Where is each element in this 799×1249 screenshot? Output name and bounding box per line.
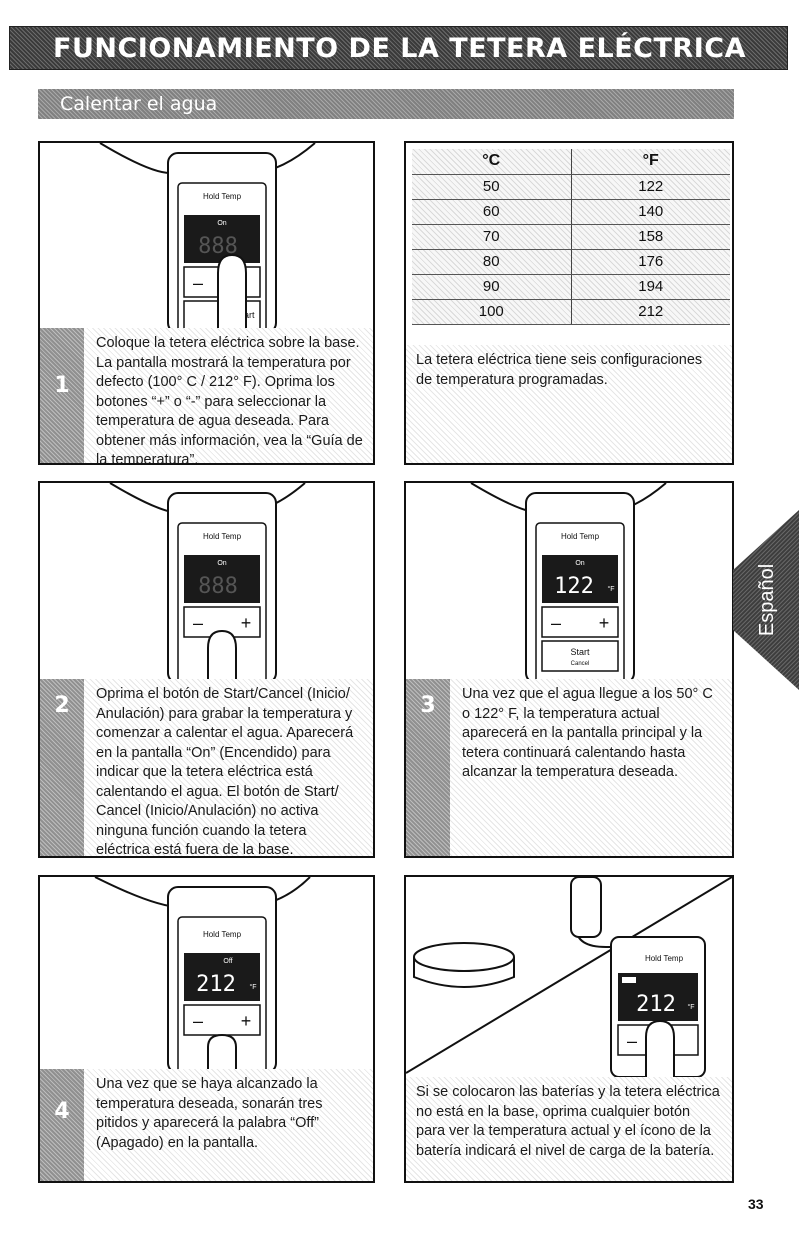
step-number: 2 — [40, 679, 84, 856]
display-on-indicator: On — [575, 560, 584, 567]
hold-temp-label: Hold Temp — [203, 930, 242, 939]
table-cell: 90 — [412, 274, 572, 300]
kettle-base-icon — [413, 942, 515, 972]
step-3-text: Una vez que el agua llegue a los 50° C o… — [462, 686, 713, 780]
step-2-panel: Hold Temp On 888 – + 2 Oprima el botón d… — [38, 481, 375, 858]
section-title: Calentar el agua — [60, 93, 218, 115]
step-1-caption: 1 Coloque la tetera eléctrica sobre la b… — [40, 328, 373, 463]
kettle-control-illustration: Hold Temp On 122 °F – + Start Cancel — [470, 483, 667, 679]
hold-temp-label: Hold Temp — [561, 532, 600, 541]
fahrenheit-header: °F — [571, 149, 730, 175]
section-bar: Calentar el agua — [38, 89, 734, 119]
step-3-caption: 3 Una vez que el agua llegue a los 50° C… — [406, 679, 732, 856]
table-cell: 176 — [571, 249, 730, 275]
page-number: 33 — [748, 1196, 764, 1212]
step-4-number: 4 — [54, 1099, 70, 1124]
battery-note-text: Si se colocaron las baterías y la tetera… — [416, 1084, 720, 1159]
table-cell: 60 — [412, 199, 572, 225]
plus-button[interactable]: + — [241, 1011, 252, 1031]
finger-icon — [207, 629, 237, 679]
table-cell: 100 — [412, 299, 572, 325]
minus-button[interactable]: – — [551, 613, 561, 633]
start-button[interactable]: Start — [570, 647, 590, 657]
hold-temp-label: Hold Temp — [203, 192, 242, 201]
step-3-number: 3 — [420, 693, 436, 718]
battery-icon — [622, 977, 636, 983]
table-cell: 50 — [412, 174, 572, 200]
celsius-header: °C — [412, 149, 572, 175]
plus-button[interactable]: + — [241, 613, 252, 633]
temperature-display: 212 — [636, 992, 676, 1017]
table-cell: 194 — [571, 274, 730, 300]
table-cell: 80 — [412, 249, 572, 275]
battery-note-panel: Hold Temp 212 °F – Si se colocaron las b… — [404, 875, 734, 1183]
cancel-label: Cancel — [571, 661, 590, 667]
step-1-text: Coloque la tetera eléctrica sobre la bas… — [96, 335, 363, 465]
minus-button[interactable]: – — [193, 613, 203, 633]
display-on-indicator: On — [217, 220, 226, 227]
temperature-display: 888 — [198, 574, 238, 599]
table-header-row: °C °F — [412, 149, 730, 175]
unit-indicator: °F — [687, 1003, 694, 1011]
finger-icon — [217, 253, 247, 328]
minus-button[interactable]: – — [193, 273, 203, 293]
language-label: Español — [756, 563, 778, 637]
display-on-indicator: On — [217, 560, 226, 567]
unit-indicator: °F — [249, 983, 256, 991]
kettle-control-illustration: Hold Temp On 888 – Start — [99, 143, 316, 328]
table-cell: 122 — [571, 174, 730, 200]
step-number: 3 — [406, 679, 450, 856]
battery-note-caption: Si se colocaron las baterías y la tetera… — [406, 1077, 732, 1181]
step-3-panel: Hold Temp On 122 °F – + Start Cancel 3 U… — [404, 481, 734, 858]
hold-temp-label: Hold Temp — [203, 532, 242, 541]
table-cell: 212 — [571, 299, 730, 325]
step-4-text: Una vez que se haya alcanzado la tempera… — [96, 1076, 323, 1151]
minus-button[interactable]: – — [193, 1011, 203, 1031]
step-4-panel: Hold Temp Off 212 °F – + 4 Una vez que s… — [38, 875, 375, 1183]
display-off-indicator: Off — [223, 958, 232, 965]
step-2-text: Oprima el botón de Start/Cancel (Inicio/… — [96, 686, 354, 858]
temperature-note: La tetera eléctrica tiene seis configura… — [416, 352, 703, 388]
kettle-control-illustration: Hold Temp Off 212 °F – + — [94, 877, 311, 1069]
kettle-off-base-illustration: Hold Temp 212 °F – — [406, 877, 732, 1077]
page-title: FUNCIONAMIENTO DE LA TETERA ELÉCTRICA — [53, 33, 746, 64]
step-1-panel: Hold Temp On 888 – Start 1 Coloque la te… — [38, 141, 375, 465]
table-cell: 70 — [412, 224, 572, 250]
table-cell: 140 — [571, 199, 730, 225]
step-2-caption: 2 Oprima el botón de Start/Cancel (Inici… — [40, 679, 373, 856]
language-side-tab — [733, 510, 799, 690]
finger-icon — [645, 1019, 675, 1077]
finger-icon — [207, 1033, 237, 1069]
table-cell: 158 — [571, 224, 730, 250]
kettle-control-illustration: Hold Temp On 888 – + — [109, 483, 306, 679]
step-1-number: 1 — [54, 373, 70, 398]
unit-indicator: °F — [607, 585, 614, 593]
plus-button[interactable]: + — [599, 613, 610, 633]
temperature-note-caption: La tetera eléctrica tiene seis configura… — [406, 345, 732, 463]
step-4-caption: 4 Una vez que se haya alcanzado la tempe… — [40, 1069, 373, 1181]
step-number: 1 — [40, 328, 84, 463]
temperature-display: 122 — [554, 574, 594, 599]
minus-button[interactable]: – — [627, 1031, 637, 1051]
step-2-number: 2 — [54, 693, 70, 718]
hold-temp-label: Hold Temp — [645, 954, 684, 963]
header-bar: FUNCIONAMIENTO DE LA TETERA ELÉCTRICA — [9, 26, 788, 70]
temperature-display: 212 — [196, 972, 236, 997]
step-number: 4 — [40, 1069, 84, 1181]
